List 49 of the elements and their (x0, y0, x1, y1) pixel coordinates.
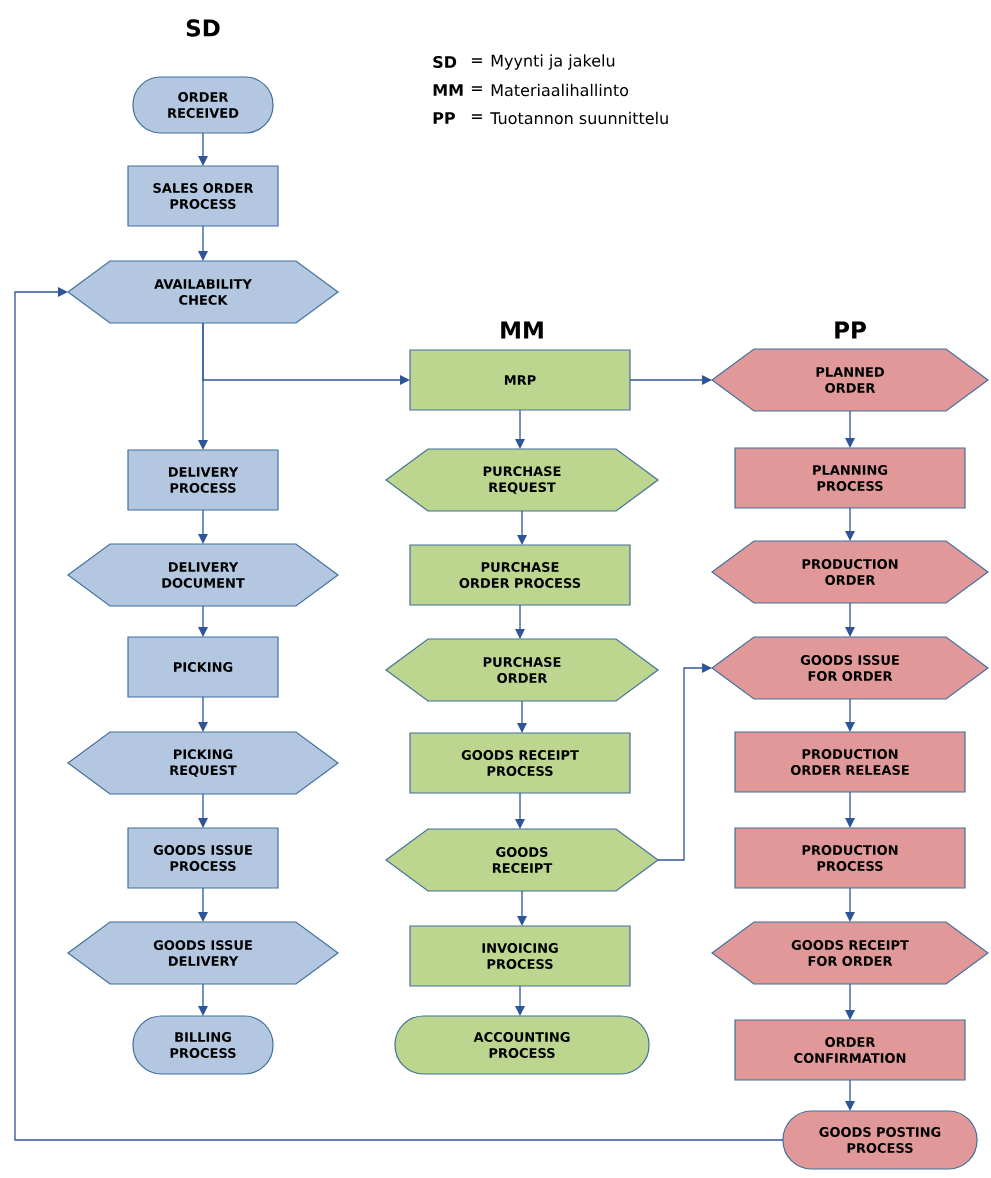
arrow (198, 605, 208, 637)
process-box: INVOICING PROCESS (409, 925, 631, 987)
process-box: PLANNING PROCESS (734, 447, 966, 509)
arrow (517, 510, 527, 545)
process-box: DELIVERY PROCESS (127, 449, 279, 511)
abbreviation: SD (433, 55, 457, 69)
arrow (845, 698, 855, 732)
arrow (198, 696, 208, 732)
arrow (198, 225, 208, 261)
arrow (198, 132, 208, 166)
definition-text: Materiaalihallinto (491, 83, 629, 97)
column-heading: SD (186, 19, 220, 37)
process-box: SALES ORDER PROCESS (127, 165, 279, 227)
arrow (515, 409, 525, 449)
process-box: PURCHASE ORDER PROCESS (409, 544, 631, 606)
arrow (515, 985, 525, 1016)
arrow (845, 791, 855, 828)
equals-sign: = (471, 58, 482, 63)
arrow (198, 983, 208, 1016)
arrow (202, 322, 410, 385)
arrow (845, 410, 855, 448)
arrow (515, 604, 525, 639)
arrow (198, 509, 208, 544)
arrow (515, 792, 525, 829)
equals-sign: = (471, 114, 482, 119)
process-box: PICKING (127, 636, 279, 698)
definition-text: Tuotannon suunnittelu (490, 111, 668, 125)
abbreviation: MM (433, 84, 463, 96)
arrow (845, 1079, 855, 1111)
arrow (657, 663, 712, 861)
process-box: ORDER CONFIRMATION (734, 1019, 966, 1081)
arrow (14, 287, 784, 1141)
arrow (629, 375, 712, 385)
arrow (845, 507, 855, 541)
arrow (198, 887, 208, 922)
process-box: PRODUCTION PROCESS (734, 827, 966, 889)
process-box: GOODS RECEIPT PROCESS (409, 732, 631, 794)
abbreviation: PP (433, 112, 455, 124)
arrow (845, 602, 855, 637)
definition-text: Myynti ja jakelu (491, 54, 615, 70)
arrow (517, 700, 527, 733)
arrow (198, 793, 208, 828)
arrow (845, 887, 855, 922)
process-box: GOODS ISSUE PROCESS (127, 827, 279, 889)
process-box: MRP (409, 349, 631, 411)
arrow (517, 890, 527, 926)
process-box: PRODUCTION ORDER RELEASE (734, 731, 966, 793)
arrow (845, 983, 855, 1020)
equals-sign: = (471, 86, 482, 91)
